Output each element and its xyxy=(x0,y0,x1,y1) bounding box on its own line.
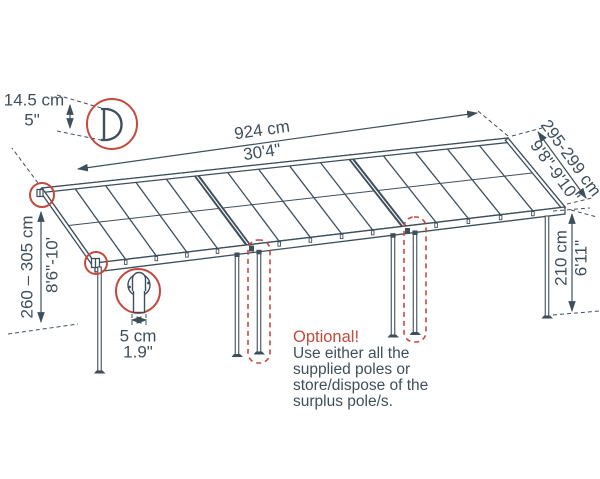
clearance-metric-label: 260 – 305 cm xyxy=(18,215,37,318)
dimension-lines xyxy=(37,103,587,324)
pole-mid-right-optional xyxy=(409,230,421,335)
ground-line-left xyxy=(7,323,79,335)
roof-purlin xyxy=(68,172,537,226)
pole-mid-right xyxy=(387,233,399,338)
width-metric-label: 924 cm xyxy=(233,117,291,144)
pole-mid-left xyxy=(231,252,243,357)
detail-circle-gutter-profile xyxy=(86,98,138,150)
pole-width-imperial-label: 1.9" xyxy=(123,343,153,362)
pole-mid-left-optional xyxy=(253,249,265,355)
rafter-end-tabs xyxy=(123,211,535,265)
optional-note-line: Use either all the xyxy=(293,345,409,362)
gutter-profile-icon xyxy=(101,107,123,142)
roof-gutter-beam xyxy=(94,206,566,273)
optional-note-title: Optional! xyxy=(293,328,359,346)
pole-front-right xyxy=(541,215,553,319)
gutter-corner-bracket xyxy=(90,257,101,269)
width-imperial-label: 30'4" xyxy=(242,140,282,164)
pole-width-metric-label: 5 cm xyxy=(120,327,157,346)
pole-height-imperial-label: 6'11" xyxy=(572,240,591,276)
optional-note: Optional! Use either all the supplied po… xyxy=(293,328,428,410)
wall-corner-bracket xyxy=(36,188,44,198)
dimension-depth xyxy=(537,131,587,199)
clearance-imperial-label: 8'6"-10' xyxy=(43,237,62,293)
ground-line-right xyxy=(552,310,600,316)
pole-height-metric-label: 210 cm xyxy=(552,230,571,286)
pole-front-left xyxy=(94,266,106,374)
optional-pole-outline-left xyxy=(247,239,271,364)
optional-note-line: surplus pole/s. xyxy=(293,393,393,410)
optional-note-line: supplied poles or xyxy=(293,361,410,378)
optional-pole-outline-right xyxy=(403,216,427,343)
detail-callouts xyxy=(29,98,161,314)
support-poles xyxy=(94,215,553,374)
roof-panel-assembly xyxy=(36,137,567,273)
profile-height-metric-label: 14.5 cm xyxy=(4,91,64,110)
dimension-width xyxy=(76,110,479,172)
corner-highlight-back-left xyxy=(29,182,55,208)
optional-note-line: store/dispose of the xyxy=(293,377,428,394)
pole-bracket-icon xyxy=(127,271,151,314)
profile-height-imperial-label: 5" xyxy=(24,111,40,130)
corner-highlight-front-left xyxy=(84,251,108,275)
